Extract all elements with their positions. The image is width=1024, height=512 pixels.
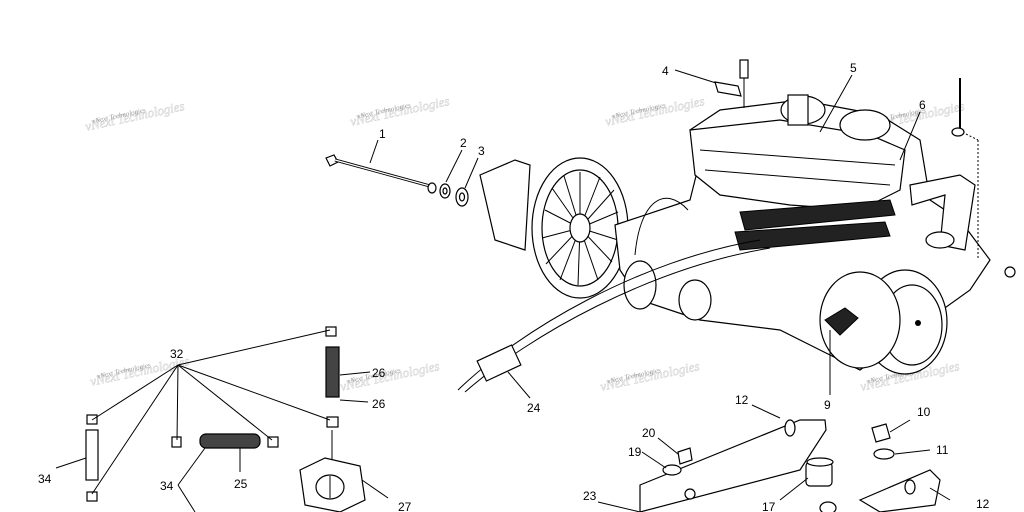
- callout-2: 2: [460, 136, 467, 150]
- spacer: [455, 187, 469, 207]
- callout-9: 9: [824, 398, 831, 412]
- fitting: [714, 59, 749, 108]
- callout-labels: 1 2 3 4 5 6 9 10 11 12 12 17 19 20 23 24…: [38, 61, 990, 512]
- engine-mounts: [639, 419, 941, 512]
- callout-12: 12: [976, 497, 990, 511]
- callout-34: 34: [160, 479, 174, 493]
- callout-4: 4: [662, 64, 669, 78]
- long-bolt: [325, 154, 437, 194]
- callout-26: 26: [372, 397, 386, 411]
- callout-12: 12: [735, 393, 749, 407]
- callout-3: 3: [478, 144, 485, 158]
- callout-1: 1: [379, 127, 386, 141]
- callout-19: 19: [628, 445, 642, 459]
- callout-23: 23: [583, 489, 597, 503]
- callout-34: 34: [38, 472, 52, 486]
- callout-17: 17: [762, 500, 776, 512]
- clutch-sheave: [479, 157, 629, 299]
- callout-25: 25: [234, 477, 248, 491]
- callout-24: 24: [527, 401, 541, 415]
- side-rod: [951, 78, 1016, 278]
- callout-6: 6: [919, 98, 926, 112]
- callout-20: 20: [642, 426, 656, 440]
- callout-11: 11: [936, 443, 949, 457]
- fuel-pump-assembly: [85, 326, 366, 512]
- cable-harness: [457, 197, 771, 393]
- engine-block: [614, 94, 991, 375]
- callout-27: 27: [398, 500, 412, 512]
- callout-10: 10: [917, 405, 931, 419]
- washer: [439, 183, 451, 199]
- callout-5: 5: [850, 61, 857, 75]
- callout-32: 32: [170, 347, 184, 361]
- callout-26: 26: [372, 366, 386, 380]
- leader-lines: [55, 69, 951, 512]
